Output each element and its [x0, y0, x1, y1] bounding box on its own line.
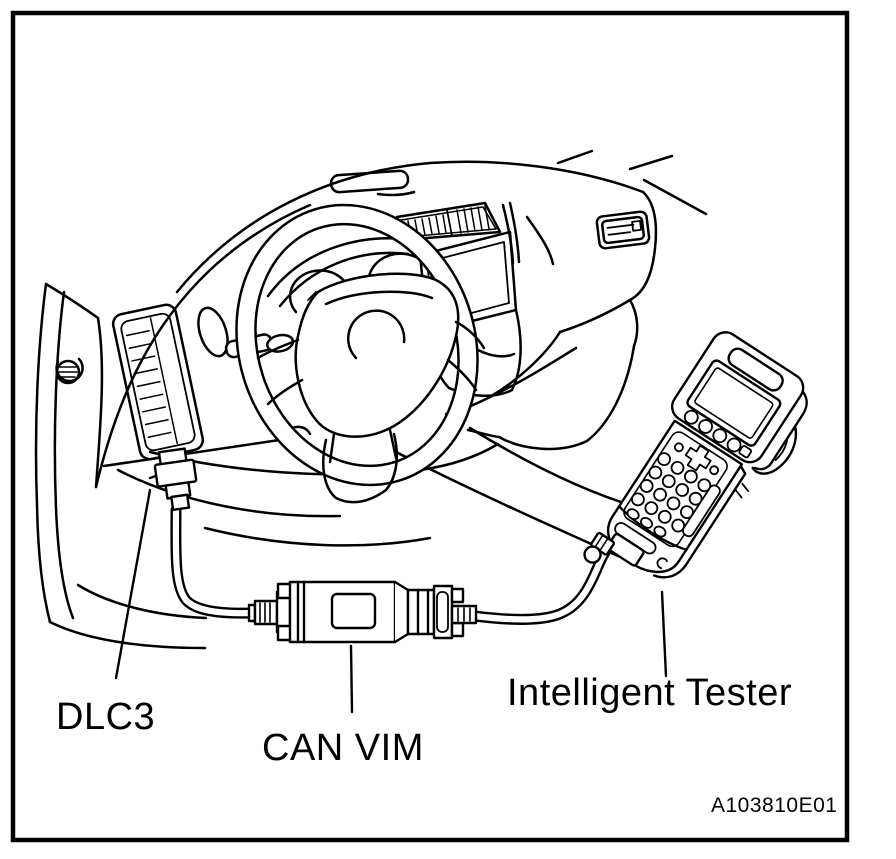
- windshield-line: [556, 149, 594, 165]
- intelligent-tester-device: [583, 331, 808, 579]
- horn-arc: [346, 309, 406, 360]
- dlc3-connector: [153, 447, 198, 512]
- dash-left-silhouette: [94, 203, 312, 489]
- vim-body-taper: [393, 580, 410, 644]
- seat-swoosh: [203, 526, 432, 547]
- vim-label-window: [330, 592, 377, 630]
- leader-lines: [114, 488, 668, 714]
- dash-top-sensor: [329, 169, 410, 194]
- can-vim-leader: [349, 644, 354, 714]
- dlc3-leader: [114, 488, 152, 680]
- windshield-line-2: [628, 154, 674, 171]
- tester-handle-slot: [727, 347, 784, 392]
- console-swoosh: [394, 450, 620, 558]
- console-swoosh-2: [468, 426, 642, 510]
- wheel-spoke-left: [256, 338, 304, 406]
- wheel-spoke-bottom: [328, 428, 398, 464]
- steering-column: [322, 432, 398, 504]
- a-pillar-right: [642, 178, 708, 216]
- side-air-vent: [111, 303, 205, 461]
- vim-left-ferrule: [253, 599, 279, 626]
- vim-thumbscrew: [450, 621, 465, 638]
- airbag-seam: [324, 290, 434, 306]
- cluster-side-shape: [197, 306, 229, 358]
- figure-code: A103810E01: [711, 794, 838, 817]
- dash-top-edge: [175, 160, 645, 294]
- door-speaker-emblem: [55, 357, 84, 385]
- airbag-pad: [294, 272, 460, 438]
- tester-leader: [660, 590, 668, 678]
- tester-function-keys: [683, 409, 753, 459]
- wheel-spoke-right: [446, 320, 486, 392]
- tester-cable-connector: [583, 531, 645, 567]
- dlc3-label: DLC3: [56, 696, 156, 738]
- right-dash-vent: [595, 210, 651, 250]
- vim-thumbscrew: [450, 587, 465, 604]
- passenger-dash-curve: [525, 215, 555, 266]
- vim-right-block: [406, 588, 436, 636]
- can-vim-module: [247, 580, 478, 644]
- figure-border: [10, 10, 850, 843]
- glovebox-line: [486, 346, 578, 400]
- tester-keypad: [614, 431, 728, 570]
- dash-right-end: [558, 190, 658, 334]
- can-vim-label: CAN VIM: [262, 727, 424, 769]
- intelligent-tester-label: Intelligent Tester: [507, 672, 793, 714]
- steering-wheel: [235, 203, 486, 504]
